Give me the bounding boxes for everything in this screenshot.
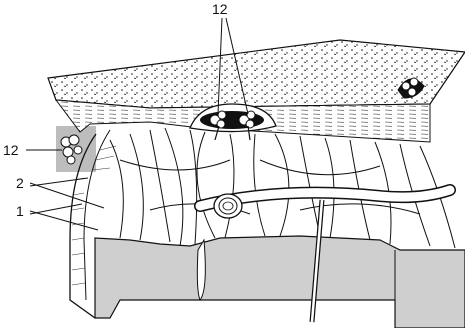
label-2: 2: [16, 176, 24, 190]
label-12-top: 12: [212, 2, 228, 16]
skull-slab: [48, 40, 465, 108]
label-12-left: 12: [3, 143, 19, 157]
bone-block: [95, 236, 465, 328]
label-1: 1: [16, 204, 24, 218]
vessel-section: [214, 194, 242, 218]
